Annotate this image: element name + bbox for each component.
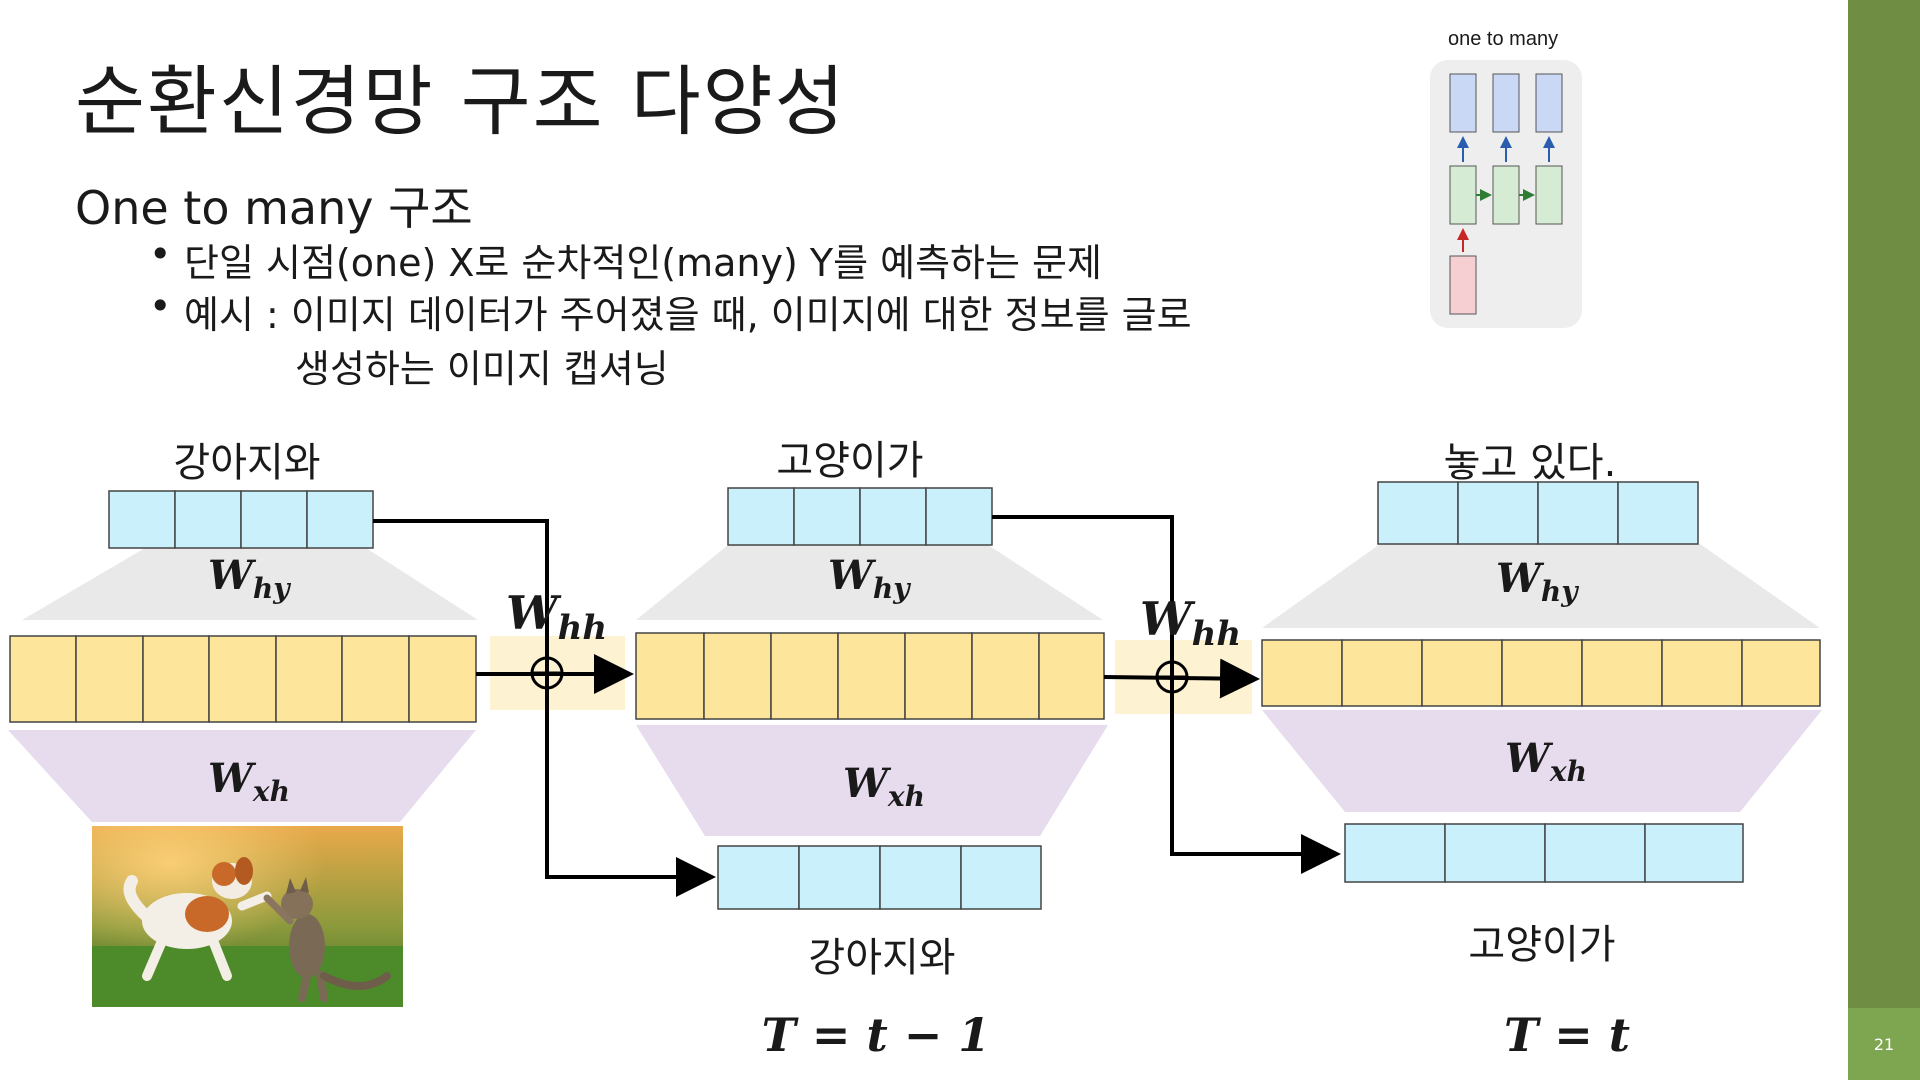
sidebar-band: 21 <box>1848 0 1920 1080</box>
why-label: Why <box>828 552 910 605</box>
mini-output-cell <box>1535 73 1563 133</box>
hidden-vector <box>9 635 477 723</box>
output-vector <box>108 490 374 549</box>
plus-circle-icon <box>1155 660 1189 694</box>
mini-hidden-cell <box>1492 165 1520 225</box>
mini-output-cell <box>1492 73 1520 133</box>
mini-hidden-cell <box>1449 165 1477 225</box>
output-vector <box>727 487 993 546</box>
mini-diagram-caption: one to many <box>1448 28 1559 50</box>
bullet-item: • 단일 시점(one) X로 순차적인(many) Y를 예측하는 문제 <box>149 232 1102 287</box>
wxh-fan <box>1262 710 1822 812</box>
time-label-prev: T = t − 1 <box>761 1008 991 1062</box>
bullet-item: • 예시 : 이미지 데이터가 주어졌을 때, 이미지에 대한 정보를 글로 <box>149 284 1192 339</box>
page-number: 21 <box>1848 1008 1920 1080</box>
mini-input-cell <box>1449 255 1477 315</box>
mini-output-cell <box>1449 73 1477 133</box>
time-label-current: T = t <box>1503 1008 1631 1062</box>
input-vector <box>1344 823 1744 883</box>
input-word-label: 고양이가 <box>1468 922 1616 968</box>
output-word-label: 놓고 있다. <box>1443 440 1617 486</box>
input-vector <box>717 845 1042 910</box>
output-word-label: 강아지와 <box>173 440 321 486</box>
mini-one-to-many-diagram <box>1430 60 1582 328</box>
wxh-label: Wxh <box>208 755 290 808</box>
hidden-vector <box>635 632 1105 720</box>
wxh-fan <box>8 730 476 822</box>
bullet-text: 단일 시점(one) X로 순차적인(many) Y를 예측하는 문제 <box>184 241 1102 285</box>
wxh-label: Wxh <box>1505 735 1587 788</box>
dog-and-cat-photo <box>92 826 403 1007</box>
input-word-label: 강아지와 <box>808 935 956 981</box>
why-fan <box>1262 544 1820 628</box>
mini-hidden-cell <box>1535 165 1563 225</box>
why-label: Why <box>208 552 290 605</box>
plus-circle-icon <box>530 656 564 690</box>
slide-title: 순환신경망 구조 다양성 <box>75 57 847 146</box>
slide-subtitle: One to many 구조 <box>75 181 473 235</box>
output-word-label: 고양이가 <box>776 438 924 484</box>
bullet-text: 예시 : 이미지 데이터가 주어졌을 때, 이미지에 대한 정보를 글로 <box>184 293 1192 337</box>
bullet-dot: • <box>149 284 172 328</box>
output-vector <box>1377 481 1699 545</box>
wxh-label: Wxh <box>843 760 925 813</box>
wxh-fan <box>636 725 1108 836</box>
why-fan <box>22 548 478 620</box>
why-label: Why <box>1496 555 1578 608</box>
rnn-one-to-many-diagram <box>8 481 1822 910</box>
bullet-continuation: 생성하는 이미지 캡셔닝 <box>295 347 669 391</box>
why-fan <box>636 545 1103 620</box>
bullet-dot: • <box>149 232 172 276</box>
hidden-vector <box>1261 639 1821 707</box>
whh-label: Whh <box>1140 592 1242 655</box>
whh-label: Whh <box>506 586 608 649</box>
